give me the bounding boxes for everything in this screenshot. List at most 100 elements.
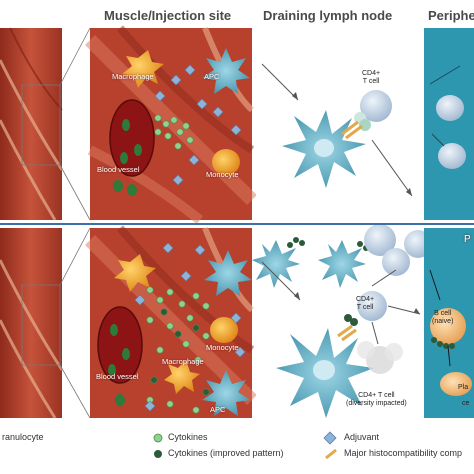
- left-muscle-bottom: [0, 228, 64, 419]
- cytokine: [154, 114, 162, 122]
- cytokine-improved: [202, 388, 210, 396]
- cytokine: [202, 332, 210, 340]
- adjuvant: [194, 244, 206, 256]
- cytokine-improved: [174, 330, 182, 338]
- cytokine: [176, 128, 184, 136]
- label-monocyte-top: Monocyte: [206, 170, 239, 179]
- cytokine: [156, 296, 164, 304]
- label-cell-partial: ce: [462, 400, 470, 407]
- label-apc-bottom: APC: [210, 405, 226, 414]
- header-draining-lymph-node: Draining lymph node: [263, 8, 393, 23]
- lymph-node-top: [256, 28, 420, 220]
- adjuvant: [184, 64, 196, 76]
- cytokine: [186, 314, 194, 322]
- cytokine: [182, 122, 190, 130]
- cytokines-top: [154, 114, 194, 150]
- legend-icons: [153, 431, 337, 460]
- cytokine: [164, 132, 172, 140]
- adjuvant: [154, 90, 166, 102]
- label-b-cell: B cell (naive): [432, 310, 454, 325]
- apc-cell: [204, 250, 252, 296]
- adjuvant: [180, 270, 192, 282]
- cytokine-improved: [192, 324, 200, 332]
- label-cd4-top: CD4+ T cell: [362, 70, 381, 85]
- legend-cytokines: Cytokines: [168, 432, 208, 442]
- cytokine: [156, 346, 164, 354]
- monocyte: [212, 149, 240, 175]
- apc-cell: [202, 48, 250, 94]
- apc-cell: [202, 370, 250, 416]
- cytokine: [146, 316, 154, 324]
- lymph-node-bottom: [252, 224, 432, 418]
- legend-adjuvant: Adjuvant: [344, 432, 380, 442]
- left-muscle-top: [0, 27, 64, 221]
- cytokine-improved-legend-icon: [154, 450, 162, 458]
- cytokine-improved: [160, 308, 168, 316]
- label-right-partial: P: [464, 234, 471, 245]
- injection-site-bottom: [85, 225, 257, 418]
- mhc-legend-icon: [325, 448, 337, 460]
- cytokine: [186, 136, 194, 144]
- dendritic-cell: [318, 240, 366, 288]
- cytokine: [146, 286, 154, 294]
- periphery-bottom: [424, 228, 474, 418]
- adjuvant: [188, 154, 200, 166]
- cytokine: [178, 300, 186, 308]
- label-macrophage-top: Macrophage: [112, 72, 154, 81]
- macrophage: [122, 50, 164, 88]
- adjuvant: [212, 106, 224, 118]
- cytokine: [192, 406, 200, 414]
- label-cd4-impacted: CD4+ T cell (diversity impacted): [346, 392, 407, 407]
- dendritic-cell: [252, 240, 300, 288]
- cytokine: [162, 120, 170, 128]
- zoom-lines: [21, 27, 91, 419]
- header-muscle-injection-site: Muscle/Injection site: [104, 8, 232, 23]
- particles-bottom: [134, 242, 246, 414]
- cytokine: [174, 142, 182, 150]
- cytokine: [194, 356, 202, 364]
- cytokine-legend-icon: [153, 433, 163, 443]
- header-periphery: Periphe: [428, 8, 474, 23]
- cytokine: [192, 292, 200, 300]
- adjuvant: [134, 294, 146, 306]
- adjuvant: [144, 400, 156, 412]
- adjuvant: [172, 174, 184, 186]
- label-monocyte-bottom: Monocyte: [206, 343, 239, 352]
- adjuvant: [196, 98, 208, 110]
- cd4-t-cell: [360, 90, 392, 122]
- cytokine-improved: [150, 376, 158, 384]
- b-cell: [430, 308, 466, 344]
- cytokine: [182, 340, 190, 348]
- adjuvant: [234, 346, 246, 358]
- blood-vessel: [97, 306, 143, 384]
- legend-mhc: Major histocompatibility comp: [344, 448, 463, 458]
- cytokine: [154, 128, 162, 136]
- monocyte: [210, 317, 238, 343]
- injection-site-top: [85, 25, 257, 224]
- label-apc-top: APC: [204, 72, 220, 81]
- plasma-cell: [440, 372, 472, 396]
- adjuvant: [230, 312, 242, 324]
- label-blood-vessel-bottom: Blood vessel: [96, 372, 139, 381]
- adjuvant: [230, 124, 242, 136]
- label-blood-vessel-top: Blood vessel: [97, 165, 140, 174]
- cytokine: [166, 400, 174, 408]
- legend-cytokines-improved: Cytokines (improved pattern): [168, 448, 284, 458]
- cytokine: [166, 322, 174, 330]
- cytokine: [166, 288, 174, 296]
- legend-granulocyte: ranulocyte: [2, 432, 44, 442]
- adjuvant-legend-icon: [323, 431, 337, 445]
- label-plasma-partial: Pla: [458, 384, 469, 391]
- periphery-top: [424, 28, 474, 220]
- macrophage: [114, 254, 156, 292]
- cytokine: [170, 116, 178, 124]
- adjuvant: [162, 242, 174, 254]
- adjuvant: [170, 74, 182, 86]
- label-macrophage-bottom: Macrophage: [162, 357, 204, 366]
- macrophage: [164, 360, 200, 394]
- cd4-t-cell: [357, 291, 387, 321]
- adjuvant-top: [154, 64, 242, 186]
- cytokine: [202, 302, 210, 310]
- label-cd4-bottom: CD4+ T cell: [356, 296, 375, 311]
